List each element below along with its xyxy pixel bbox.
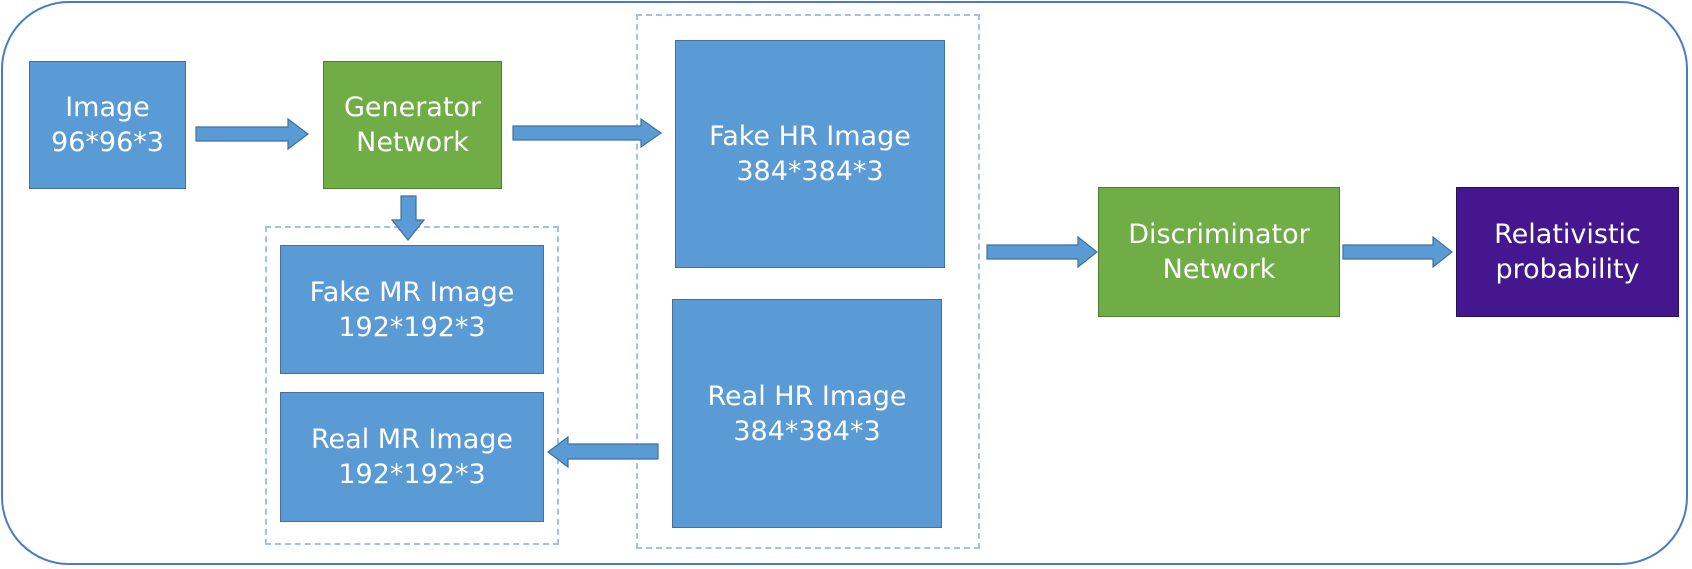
relativistic-probability-box: Relativistic probability — [1456, 187, 1679, 317]
hr-image-group — [636, 14, 980, 549]
real-mr-label: Real MR Image — [311, 424, 513, 455]
arrow-real-hr-to-real-mr — [547, 435, 659, 469]
arrow-input-to-generator — [195, 117, 309, 151]
generator-network-box: Generator Network — [323, 61, 502, 189]
arrow-generator-to-fake-hr — [512, 117, 663, 149]
fake-mr-label: Fake MR Image — [309, 276, 515, 308]
real-mr-image-box: Real MR Image 192*192*3 — [280, 392, 544, 522]
real-hr-image-box: Real HR Image 384*384*3 — [672, 299, 942, 528]
fake-mr-size: 192*192*3 — [338, 311, 486, 343]
fake-hr-label: Fake HR Image — [709, 121, 911, 152]
input-image-size: 96*96*3 — [51, 127, 164, 158]
arrow-discriminator-to-output — [1342, 235, 1453, 269]
generator-label-line1: Generator — [343, 92, 482, 123]
real-hr-size: 384*384*3 — [733, 415, 881, 447]
discriminator-network-box: Discriminator Network — [1098, 187, 1340, 317]
fake-hr-size: 384*384*3 — [736, 156, 884, 187]
fake-mr-image-box: Fake MR Image 192*192*3 — [280, 245, 544, 374]
output-label-line1: Relativistic — [1494, 219, 1641, 250]
real-mr-size: 192*192*3 — [338, 459, 486, 490]
fake-hr-image-box: Fake HR Image 384*384*3 — [675, 40, 945, 268]
output-label-line2: probability — [1495, 254, 1640, 285]
arrow-generator-to-fake-mr — [390, 195, 426, 241]
discriminator-label-line1: Discriminator — [1128, 219, 1310, 250]
input-image-box: Image 96*96*3 — [29, 61, 186, 189]
input-image-label: Image — [65, 92, 150, 123]
generator-label-line2: Network — [356, 127, 469, 158]
discriminator-label-line2: Network — [1162, 254, 1276, 285]
real-hr-label: Real HR Image — [707, 380, 907, 412]
arrow-hr-to-discriminator — [986, 235, 1098, 269]
